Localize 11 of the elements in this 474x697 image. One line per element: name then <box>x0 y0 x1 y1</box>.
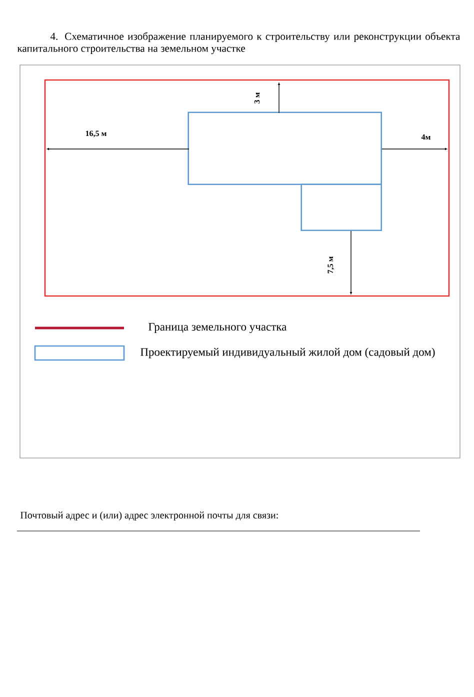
dimension-label: 7,5 м <box>328 256 334 274</box>
address-label: Почтовый адрес и (или) адрес электронной почты для связи: <box>20 511 278 521</box>
dimension-label: 4м <box>421 134 430 140</box>
house-outline <box>300 184 382 232</box>
title: 4. Схематичное изображение планируемого к строительству или реконструкции объекта капитального строительства на земельном участке <box>17 32 460 54</box>
legend-text: Граница земельного участка <box>148 323 286 333</box>
legend-text: Проектируемый индивидуальный жилой дом (садовый дом) <box>140 348 435 358</box>
plot-boundary <box>44 79 450 297</box>
house-outline <box>188 112 382 186</box>
dimension-label: 3 м <box>254 92 260 104</box>
dimension-label: 16,5 м <box>86 130 106 138</box>
